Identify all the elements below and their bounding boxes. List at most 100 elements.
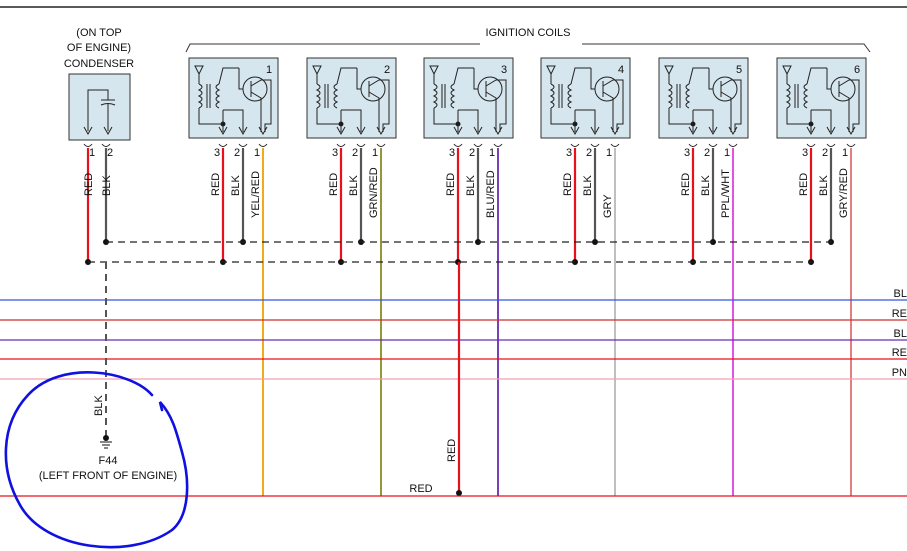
coil-line (720, 79, 735, 87)
coil-number: 2 (384, 64, 390, 76)
coil-wire-label: BLK (582, 175, 594, 196)
pin-arrow (826, 126, 836, 136)
bus-wire-label: RE (892, 308, 907, 320)
splice-node (592, 239, 598, 245)
coil-wire-label: BLK (348, 175, 360, 196)
coil-pin-number: 1 (489, 147, 495, 159)
bus-wire-label: BL (894, 288, 907, 300)
coil-line (382, 79, 390, 132)
coil-wire-label: BLK (465, 175, 477, 196)
coil-line (786, 108, 811, 125)
coil-line (485, 91, 497, 132)
coil-number: 6 (854, 64, 860, 76)
coil-line (616, 79, 624, 132)
coil-line (693, 109, 714, 132)
spark-plug-symbol (546, 65, 556, 76)
coil-pin-number: 2 (822, 147, 828, 159)
coil-line (499, 79, 507, 132)
coil-line (590, 68, 595, 90)
ground-wire-label: BLK (93, 395, 105, 416)
bus-wire-label: RE (892, 347, 907, 359)
coil-line (218, 67, 239, 85)
coil-schematic (782, 65, 860, 132)
coil-number: 3 (501, 64, 507, 76)
connector-mark (806, 143, 816, 147)
ground-id: F44 (99, 455, 118, 467)
coil-pin-number: 1 (606, 147, 612, 159)
coil-line (433, 108, 458, 125)
condenser-pin-number: 2 (107, 147, 113, 159)
coil-pin-number: 1 (842, 147, 848, 159)
pin-arrow (728, 126, 738, 136)
pin-arrow (610, 126, 620, 136)
connector-mark (688, 143, 698, 147)
connector-mark (493, 143, 503, 147)
coil-line (250, 79, 265, 87)
coil-line (602, 91, 614, 132)
coil-line (852, 79, 860, 132)
spark-plug-symbol (782, 65, 792, 76)
feed-vertical-label: RED (446, 439, 458, 462)
pin-arrow (258, 126, 268, 136)
pin-arrow (806, 126, 816, 136)
coil-line (838, 91, 850, 132)
coil-line (570, 67, 591, 85)
pin-arrow (688, 126, 698, 136)
primary-winding (215, 83, 221, 109)
pin-arrow (238, 126, 248, 136)
pin-arrow (356, 126, 366, 136)
primary-winding (450, 83, 456, 109)
coil-wire-label: YEL/RED (250, 171, 262, 218)
ground-node (103, 435, 109, 441)
pin-arrow (453, 126, 463, 136)
pin-arrow (846, 126, 856, 136)
coil-wire-label: RED (562, 173, 574, 196)
connector-mark (83, 143, 93, 147)
coil-line (198, 108, 223, 125)
connector-mark (238, 143, 248, 147)
bus-wires: BL RE BL RE PN (0, 288, 907, 380)
coil-schematic (546, 65, 624, 132)
connector-mark (570, 143, 580, 147)
feed-bottom-label: RED (409, 483, 432, 495)
connector-mark (258, 143, 268, 147)
pin-arrow (473, 126, 483, 136)
red-feed: RED RED (409, 262, 462, 496)
coil-line (238, 68, 243, 90)
connector-mark (473, 143, 483, 147)
ignition-coils-bracket (185, 43, 871, 53)
connector-mark (826, 143, 836, 147)
connector-mark (101, 143, 111, 147)
secondary-winding (667, 83, 673, 109)
connector-mark (376, 143, 386, 147)
coil-wire-label: GRY/RED (838, 168, 850, 218)
primary-winding (685, 83, 691, 109)
bus-wire-label: PN (892, 367, 907, 379)
coil-pin-number: 2 (586, 147, 592, 159)
condenser-pin-number: 1 (89, 147, 95, 159)
ground-f44: BLK F44 (LEFT FRONT OF ENGINE) (39, 262, 177, 482)
pin-arrow (376, 126, 386, 136)
coil-line (826, 68, 831, 90)
coil-schematic (194, 65, 272, 132)
coil-wire-label: PPL/WHT (720, 169, 732, 218)
coil-wire-label: RED (798, 173, 810, 196)
primary-winding (333, 83, 339, 109)
feed-node (456, 490, 462, 496)
bus-wire-label: BL (894, 328, 907, 340)
connector-mark (356, 143, 366, 147)
coil-pin-number: 3 (802, 147, 808, 159)
pin-arrow (570, 126, 580, 136)
coil-pin-number: 1 (372, 147, 378, 159)
coil-number: 4 (618, 64, 624, 76)
coil-pin-number: 1 (254, 147, 260, 159)
coil-wire-label: RED (328, 173, 340, 196)
coil-schematic (312, 65, 390, 132)
hand-drawn-highlight-circle (4, 371, 189, 549)
